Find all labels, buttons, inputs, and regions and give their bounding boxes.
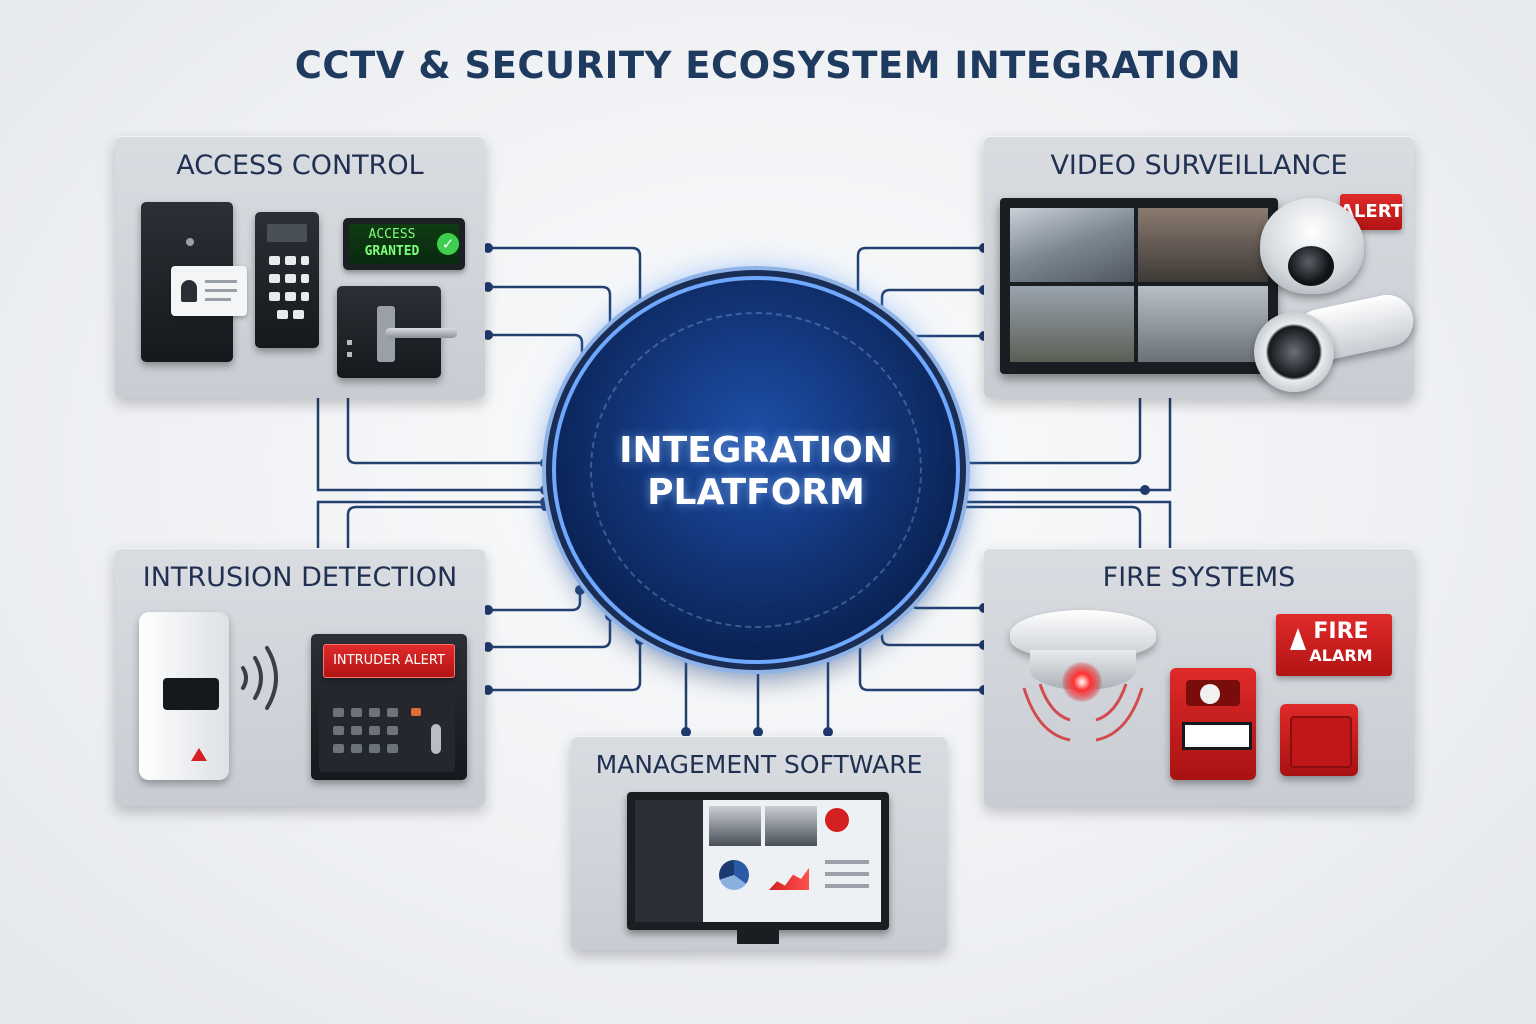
signal-waves-icon <box>235 638 295 718</box>
dome-camera-icon <box>1260 198 1364 294</box>
bullet-camera-icon <box>1254 290 1438 392</box>
fire-alarm-line2: ALARM <box>1309 646 1373 665</box>
integration-platform-hub: INTEGRATION PLATFORM <box>556 280 956 660</box>
fire-alarm-badge: FIRE ALARM <box>1276 614 1392 676</box>
smoke-detector-icon <box>1010 610 1156 742</box>
keypad-icon <box>255 212 319 348</box>
access-status-line2: GRANTED <box>364 244 420 259</box>
intrusion-detection-title: INTRUSION DETECTION <box>142 562 458 593</box>
intruder-alarm-panel: INTRUDER ALERT <box>311 634 467 780</box>
access-granted-display: ACCESS GRANTED ✓ <box>343 218 465 270</box>
alert-badge: ALERT <box>1340 194 1403 230</box>
monitor-icon <box>1000 198 1278 374</box>
flame-icon <box>1290 628 1306 650</box>
access-control-title: ACCESS CONTROL <box>176 150 424 181</box>
access-control-panel: ACCESS CONTROL ACCESS GRANTED ✓ <box>115 136 485 398</box>
check-icon: ✓ <box>437 233 459 255</box>
access-status-line1: ACCESS <box>368 227 416 242</box>
fire-systems-title: FIRE SYSTEMS <box>1102 562 1296 593</box>
fire-alarm-line1: FIRE <box>1313 619 1369 644</box>
video-surveillance-panel: VIDEO SURVEILLANCE ALERT <box>984 136 1419 398</box>
fire-alarm-callpoint-icon <box>1170 668 1256 780</box>
intruder-alert-badge: INTRUDER ALERT <box>323 644 455 678</box>
video-surveillance-title: VIDEO SURVEILLANCE <box>1050 150 1348 181</box>
door-lock-icon <box>337 286 457 378</box>
motion-sensor-icon <box>139 612 229 780</box>
desktop-monitor-icon <box>627 792 889 930</box>
hub-label-line2: PLATFORM <box>647 472 865 513</box>
intrusion-detection-panel: INTRUSION DETECTION INTRUDER ALERT <box>115 548 485 806</box>
diagram-title: CCTV & SECURITY ECOSYSTEM INTEGRATION <box>294 44 1242 87</box>
fire-systems-panel: FIRE SYSTEMS FIRE ALARM <box>984 548 1414 806</box>
warning-icon <box>191 748 207 761</box>
id-card-icon <box>171 266 247 316</box>
fire-bell-icon <box>1280 704 1358 776</box>
management-software-panel: MANAGEMENT SOFTWARE <box>571 736 947 950</box>
hub-label-line1: INTEGRATION <box>619 430 893 471</box>
management-software-title: MANAGEMENT SOFTWARE <box>595 750 923 779</box>
